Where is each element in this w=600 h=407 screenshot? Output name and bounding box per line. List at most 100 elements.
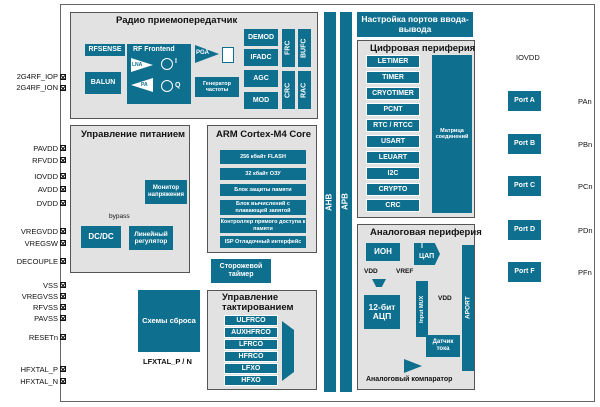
pin-pavdd-terminal	[60, 145, 66, 151]
dig-leuart: LEUART	[366, 151, 420, 164]
comparator-icon	[404, 359, 422, 373]
vref-label: VREF	[396, 268, 414, 275]
pin-vregsw: VREGSW	[24, 239, 58, 248]
pa-label: PA	[141, 82, 148, 88]
pin-iovdd-terminal	[60, 173, 66, 179]
dcdc-block: DC/DC	[81, 226, 121, 248]
balun-block: BALUN	[85, 72, 121, 94]
dig-rtc: RTC / RTCC	[366, 119, 420, 132]
core-mpu: Блок защиты памяти	[220, 184, 306, 196]
clock-title: Управление тактированием	[222, 292, 294, 314]
pin-hfxtal-n-terminal	[60, 378, 66, 384]
linear-regulator-block: Линейный регулятор	[129, 226, 173, 250]
dig-pcnt: PCNT	[366, 103, 420, 116]
clock-hfxo: HFXO	[224, 375, 278, 386]
pin-dvdd: DVDD	[36, 199, 58, 208]
pin-rfvss: RFVSS	[32, 303, 58, 312]
pin-avdd: AVDD	[37, 185, 58, 194]
reset-circuit-block: Схемы сброса	[138, 290, 200, 352]
rac-block: RAC	[298, 71, 311, 109]
core-debug: ISP Отладочный интерфейс	[220, 236, 306, 248]
pin-iovdd: IOVDD	[34, 172, 58, 181]
pin-resetn-terminal	[60, 334, 66, 340]
pin-pavdd: PAVDD	[33, 144, 58, 153]
watchdog-section: Сторожевой таймер	[207, 257, 287, 287]
radio-section: Радио приемопередатчик RFSENSE BALUN RF …	[70, 12, 318, 119]
pin-vregvss-terminal	[60, 293, 66, 299]
clock-lfxo: LFXO	[224, 363, 278, 374]
pin-decouple: DECOUPLE	[16, 257, 58, 266]
mixer-q-icon	[161, 80, 173, 92]
vref-mux-icon	[372, 279, 386, 287]
ahb-bus: AHB	[324, 12, 336, 392]
analog-title: Аналоговая периферия	[370, 227, 482, 238]
aport-block: APORT	[462, 245, 474, 371]
bypass-label: bypass	[109, 213, 130, 220]
pin-2g4rf-iop-terminal	[60, 74, 66, 80]
clock-ulfrco: ULFRCO	[224, 315, 278, 326]
dig-crypto: CRYPTO	[366, 183, 420, 196]
pin-2g4rf-iop: 2G4RF_IOP	[16, 72, 58, 81]
clock-hfrco: HFRCO	[224, 351, 278, 362]
dig-i2c: I2C	[366, 167, 420, 180]
dac-block	[414, 243, 440, 265]
core-section: ARM Cortex-M4 Core 256 кбайт FLASH 32 кб…	[207, 125, 317, 253]
pin-vregvss: VREGVSS	[21, 292, 58, 301]
clock-auxhfrco: AUXHFRCO	[224, 327, 278, 338]
input-mux: Input MUX	[416, 281, 428, 337]
power-section: Управление питанием Монитор напряжения b…	[70, 125, 190, 273]
watchdog-block: Сторожевой таймер	[211, 259, 271, 283]
pin-2g4rf-ion: 2G4RF_ION	[16, 83, 58, 92]
frc-block: FRC	[282, 29, 295, 67]
port-c: Port C	[508, 176, 541, 196]
core-fpu: Блок вычислений с плавающей запятой	[220, 200, 306, 215]
pin-vss: VSS	[42, 281, 58, 290]
mixer-i-icon	[161, 58, 173, 70]
pin-pcn: PCn	[578, 182, 593, 191]
lfxtal-label: LFXTAL_P / N	[143, 357, 192, 366]
pin-hfxtal-p: HFXTAL_P	[20, 365, 58, 374]
port-b: Port B	[508, 134, 541, 154]
port-d: Port D	[508, 220, 541, 240]
pin-pfn: PFn	[578, 268, 592, 277]
adc-block: 12-бит АЦП	[364, 295, 400, 329]
pin-vregvdd-terminal	[60, 228, 66, 234]
pin-2g4rf-ion-terminal	[60, 85, 66, 91]
pin-hfxtal-p-terminal	[60, 366, 66, 372]
vdd2-label: VDD	[438, 295, 452, 302]
power-title: Управление питанием	[81, 129, 186, 140]
pin-pan: PAn	[578, 97, 592, 106]
pga-label: PGA	[196, 50, 210, 56]
q-label: Q	[175, 82, 181, 89]
dig-letimer: LETIMER	[366, 55, 420, 68]
port-a: Port A	[508, 91, 541, 111]
pin-dvdd-terminal	[60, 200, 66, 206]
bufc-block: BUFC	[298, 29, 311, 67]
current-sensor-block: Датчик тока	[426, 335, 460, 357]
mod-block: MOD	[244, 92, 278, 109]
pin-resetn: RESETn	[28, 333, 58, 342]
ifadc-block: IFADC	[244, 49, 278, 66]
dac-label: ЦАП	[419, 253, 435, 260]
vdd-label: VDD	[364, 268, 378, 275]
dac-index-label: I	[421, 243, 423, 250]
agc-block: AGC	[244, 70, 278, 87]
pin-decouple-terminal	[60, 258, 66, 264]
pin-rfvdd: RFVDD	[32, 156, 58, 165]
core-title: ARM Cortex-M4 Core	[216, 129, 312, 140]
crc-radio-block: CRC	[282, 71, 295, 109]
pin-vregvdd: VREGVDD	[20, 227, 58, 236]
i-label: I	[175, 58, 177, 65]
clock-section: Управление тактированием ULFRCO AUXHFRCO…	[207, 290, 317, 390]
pin-vregsw-terminal	[60, 240, 66, 246]
lna-label: LNA	[132, 62, 143, 68]
pin-avdd-terminal	[60, 186, 66, 192]
apb-bus: APB	[340, 12, 352, 392]
comparator-label: Аналоговый компаратор	[366, 376, 453, 383]
analog-section: Аналоговая периферия ИОН I ЦАП VDD VREF …	[357, 224, 482, 390]
pin-vss-terminal	[60, 282, 66, 288]
port-f: Port F	[508, 262, 541, 282]
pin-pdn: PDn	[578, 226, 593, 235]
clock-lfrco: LFRCO	[224, 339, 278, 350]
core-ram: 32 кбайт ОЗУ	[220, 168, 306, 180]
